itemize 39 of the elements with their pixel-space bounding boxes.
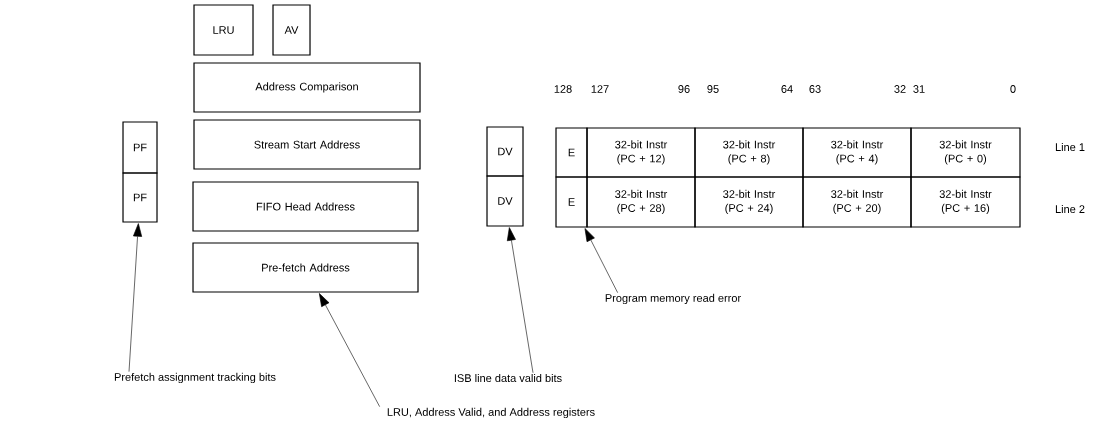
bit-box: PF	[122, 121, 158, 174]
bit-number: 31	[913, 85, 925, 93]
bit-number: 96	[678, 85, 690, 93]
register-box: Address Comparison	[193, 62, 421, 113]
line-label: Line 1	[1055, 142, 1085, 152]
leader-arrow	[584, 228, 618, 293]
register-box: AV	[272, 4, 311, 56]
bit-box: DV	[486, 175, 524, 227]
bit-number: 63	[809, 85, 821, 93]
bit-number: 0	[1010, 85, 1016, 93]
register-box: LRU	[193, 4, 254, 56]
caption-text: ISB line data valid bits	[454, 373, 562, 383]
instruction-cell: 32-bit Instr (PC + 0)	[910, 127, 1021, 178]
leader-arrow	[319, 293, 380, 407]
register-box: Pre-fetch Address	[192, 242, 419, 293]
instruction-cell: 32-bit Instr (PC + 28)	[586, 176, 696, 228]
bit-number: 64	[781, 85, 793, 93]
bit-number: 127	[591, 85, 609, 93]
register-box: FIFO Head Address	[192, 181, 419, 232]
bit-number: 128	[554, 85, 572, 93]
bit-box: PF	[122, 172, 158, 223]
bit-box: E	[555, 127, 588, 178]
bit-box: E	[555, 176, 588, 228]
caption-text: LRU, Address Valid, and Address registers	[387, 407, 595, 419]
instruction-cell: 32-bit Instr (PC + 4)	[802, 127, 912, 178]
caption-text: Prefetch assignment tracking bits	[114, 372, 276, 384]
leader-arrow	[128, 223, 142, 372]
bit-box: DV	[486, 126, 524, 177]
instruction-cell: 32-bit Instr (PC + 20)	[802, 176, 912, 228]
leader-arrow	[506, 227, 534, 374]
instruction-cell: 32-bit Instr (PC + 24)	[694, 176, 804, 228]
bit-number: 32	[894, 85, 906, 93]
instruction-cell: 32-bit Instr (PC + 12)	[586, 127, 696, 178]
instruction-cell: 32-bit Instr (PC + 16)	[910, 176, 1021, 228]
line-label: Line 2	[1055, 204, 1085, 214]
caption-text: Program memory read error	[605, 293, 741, 305]
instruction-cell: 32-bit Instr (PC + 8)	[694, 127, 804, 178]
register-box: Stream Start Address	[193, 119, 421, 170]
bit-number: 95	[707, 85, 719, 93]
